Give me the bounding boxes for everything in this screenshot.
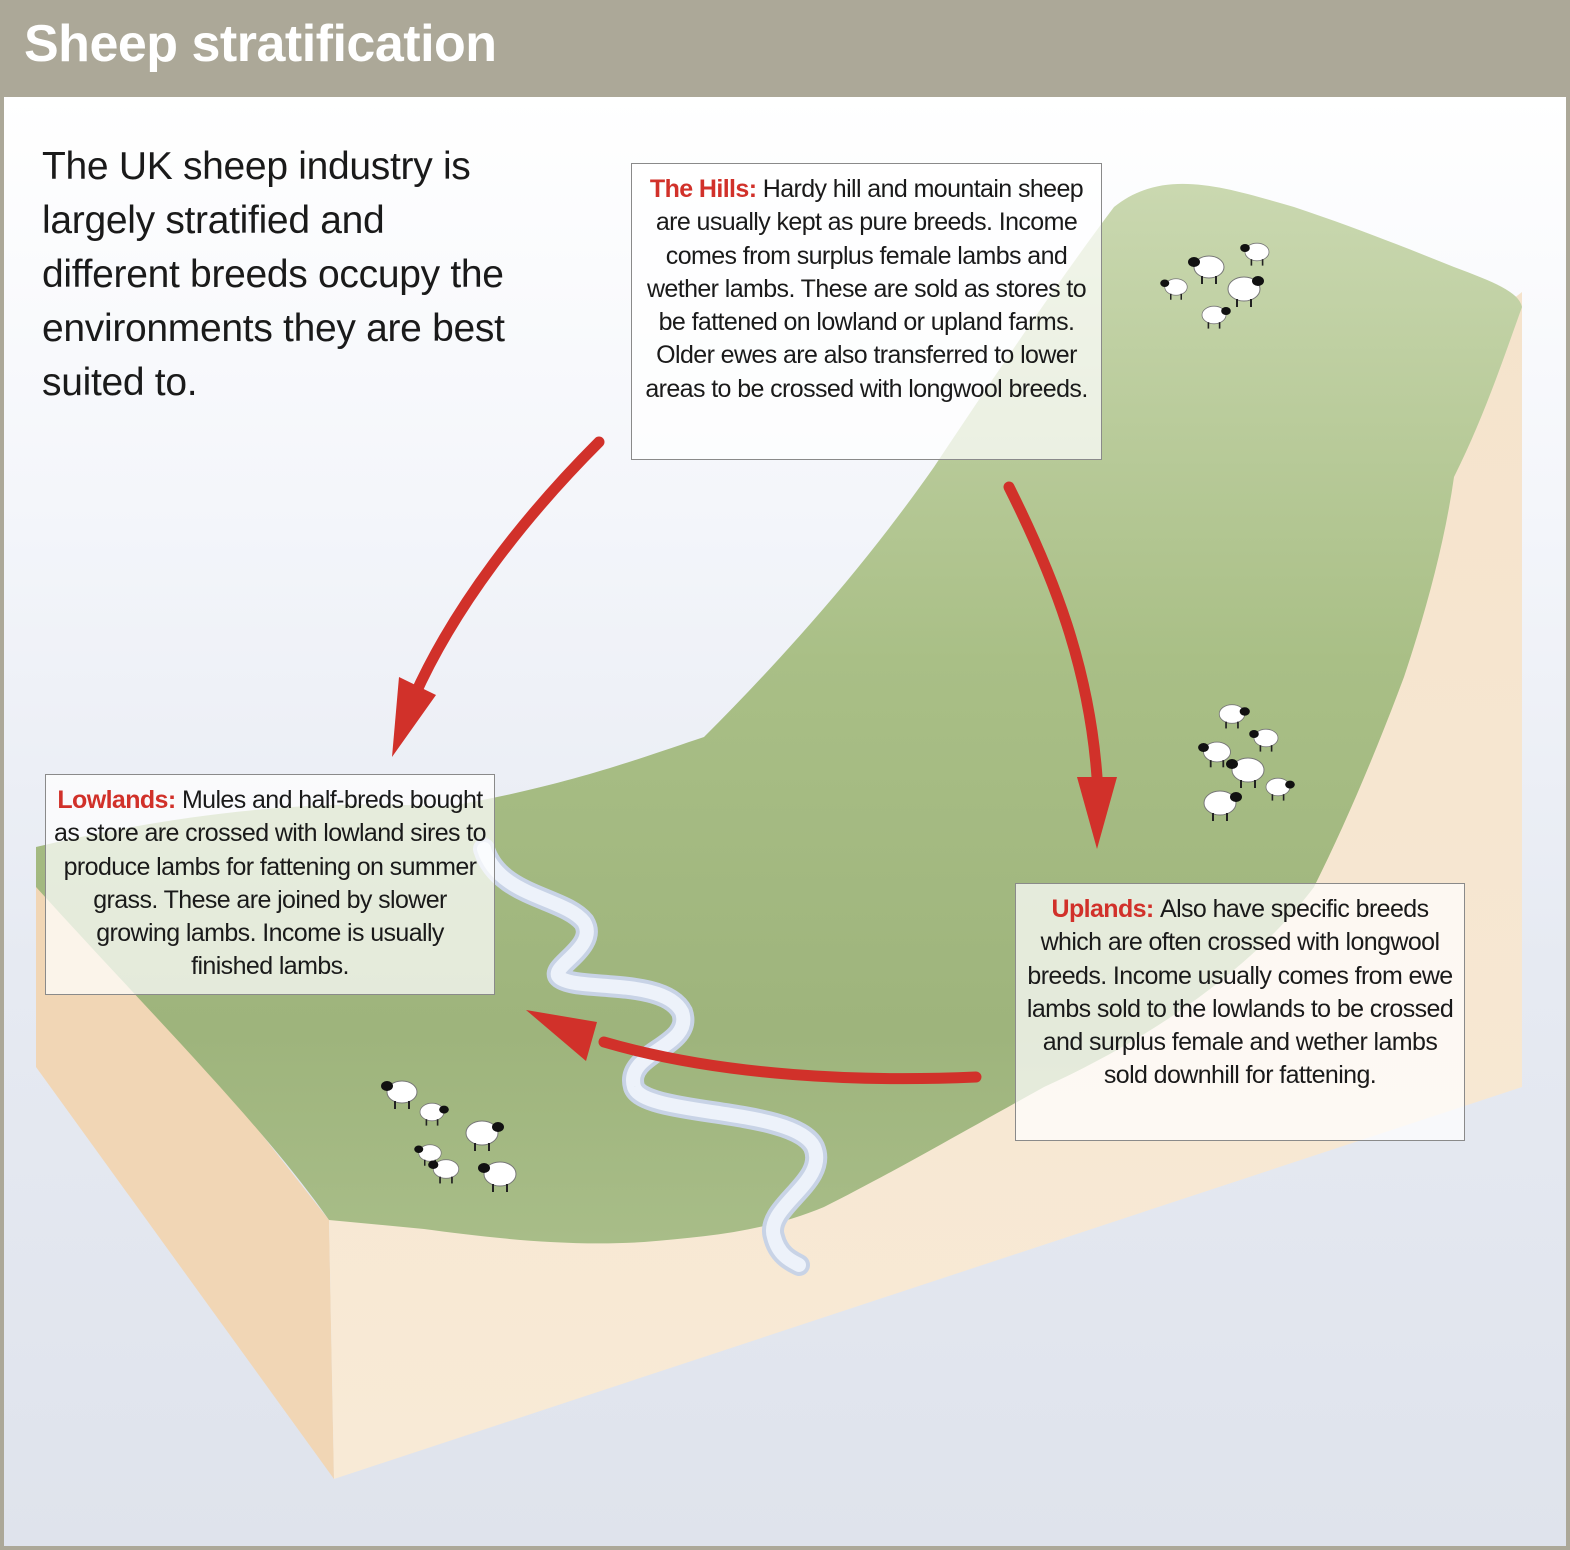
sheep-icon xyxy=(419,1102,449,1126)
sheep-icon xyxy=(1240,242,1270,266)
sheep-icon xyxy=(1218,704,1250,729)
intro-text: The UK sheep industry is largely stratif… xyxy=(42,145,505,404)
soil-left-face xyxy=(36,847,334,1479)
callout-hills-label: The Hills: xyxy=(649,175,763,203)
header-bar: Sheep stratification xyxy=(0,0,1570,97)
sheep-icon xyxy=(1203,790,1242,821)
sheep-icon xyxy=(465,1120,504,1151)
page-title: Sheep stratification xyxy=(24,15,497,73)
callout-hills: The Hills: Hardy hill and mountain sheep… xyxy=(631,163,1102,460)
sheep-icon xyxy=(1160,278,1188,300)
callout-uplands: Uplands: Also have specific breeds which… xyxy=(1015,883,1465,1141)
callout-hills-text: Hardy hill and mountain sheep are usuall… xyxy=(645,175,1088,403)
diagram-scene: The UK sheep industry is largely stratif… xyxy=(0,97,1570,1550)
callout-uplands-text: Also have specific breeds which are ofte… xyxy=(1026,895,1454,1090)
sheep-icon xyxy=(1265,777,1295,801)
sheep-icon xyxy=(414,1144,442,1166)
sheep-icon xyxy=(1226,757,1265,788)
sheep-flock-uplands xyxy=(1198,704,1295,821)
sheep-icon xyxy=(1201,305,1231,329)
sheep-icon xyxy=(478,1161,517,1192)
callout-lowlands-label: Lowlands: xyxy=(57,786,182,814)
sheep-icon xyxy=(1188,255,1225,284)
sheep-flock-lowlands xyxy=(381,1080,517,1192)
arrow-uplands-to-lowlands xyxy=(526,1010,982,1085)
sheep-icon xyxy=(1249,728,1279,752)
sheep-icon xyxy=(428,1159,460,1184)
sheep-icon xyxy=(1198,741,1231,768)
sheep-flock-hills xyxy=(1160,242,1270,329)
callout-uplands-label: Uplands: xyxy=(1051,895,1160,923)
callout-lowlands-text: Mules and half-breds bought as store are… xyxy=(54,786,487,981)
sheep-icon xyxy=(1227,276,1264,307)
arrow-hills-to-uplands xyxy=(1003,481,1117,849)
callout-lowlands: Lowlands: Mules and half-breds bought as… xyxy=(45,774,495,995)
arrow-hills-to-lowlands xyxy=(392,436,605,757)
sheep-icon xyxy=(381,1080,418,1109)
